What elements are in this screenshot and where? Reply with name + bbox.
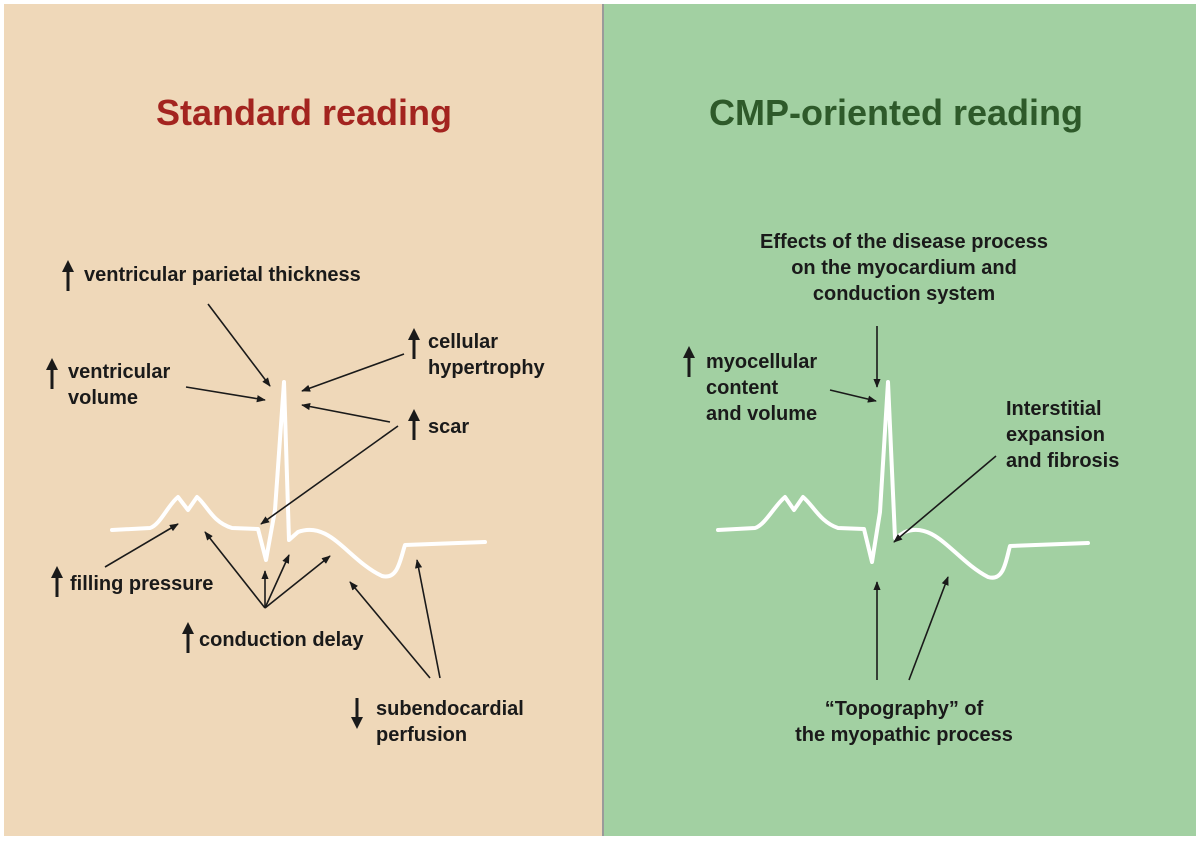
subendocardial-line1: subendocardial — [376, 698, 524, 720]
disease-effects-label: Effects of the disease process on the my… — [704, 229, 1104, 307]
ventricular-volume-line2: volume — [68, 387, 139, 409]
interstitial-line1: Interstitial — [1006, 398, 1102, 420]
subendocardial-perfusion-label: subendocardial perfusion — [376, 696, 524, 748]
left-annotation-arrows — [104, 303, 441, 679]
myocellular-line1: myocellular — [706, 351, 818, 373]
standard-reading-title: Standard reading — [155, 92, 453, 133]
cellular-hypertrophy-line1: cellular — [428, 331, 499, 353]
myocellular-line3: and volume — [706, 403, 818, 425]
ventricular-volume-label: ventricular volume — [68, 359, 170, 411]
standard-reading-panel — [4, 4, 602, 836]
ecg-trace-left — [110, 380, 487, 579]
disease-effects-line3: conduction system — [812, 283, 996, 305]
interstitial-line2: expansion — [1006, 424, 1105, 446]
up-arrow-icon — [51, 566, 63, 597]
topography-line2: the myopathic process — [795, 724, 1013, 746]
up-arrow-icon — [683, 346, 695, 377]
cellular-hypertrophy-line2: hypertrophy — [428, 357, 545, 379]
scar-label: scar — [428, 416, 470, 438]
conduction-delay-label: conduction delay — [199, 629, 364, 651]
cmp-oriented-reading-title: CMP-oriented reading — [708, 92, 1084, 133]
disease-effects-line2: on the myocardium and — [791, 257, 1017, 279]
disease-effects-line1: Effects of the disease process — [760, 231, 1048, 253]
up-arrow-icon — [46, 358, 58, 389]
right-annotation-arrows — [829, 326, 997, 681]
up-arrow-icon — [182, 622, 194, 653]
up-arrow-icon — [408, 328, 420, 359]
filling-pressure-label: filling pressure — [70, 573, 214, 595]
topography-line1: “Topography” of — [824, 698, 984, 720]
panel-divider — [602, 4, 604, 836]
topography-label: “Topography” of the myopathic process — [754, 696, 1054, 748]
interstitial-fibrosis-label: Interstitial expansion and fibrosis — [1006, 396, 1119, 474]
ventricular-volume-line1: ventricular — [68, 361, 171, 383]
subendocardial-line2: perfusion — [376, 724, 468, 746]
myocellular-content-label: myocellular content and volume — [706, 349, 817, 427]
cmp-oriented-reading-panel — [604, 4, 1196, 836]
interstitial-line3: and fibrosis — [1006, 450, 1120, 472]
down-arrow-icon — [351, 698, 363, 729]
up-arrow-icon — [62, 260, 74, 291]
ecg-trace-right — [716, 380, 1090, 580]
up-arrow-icon — [408, 409, 420, 440]
myocellular-line2: content — [706, 377, 779, 399]
cellular-hypertrophy-label: cellular hypertrophy — [428, 329, 545, 381]
parietal-thickness-label: ventricular parietal thickness — [84, 264, 361, 286]
